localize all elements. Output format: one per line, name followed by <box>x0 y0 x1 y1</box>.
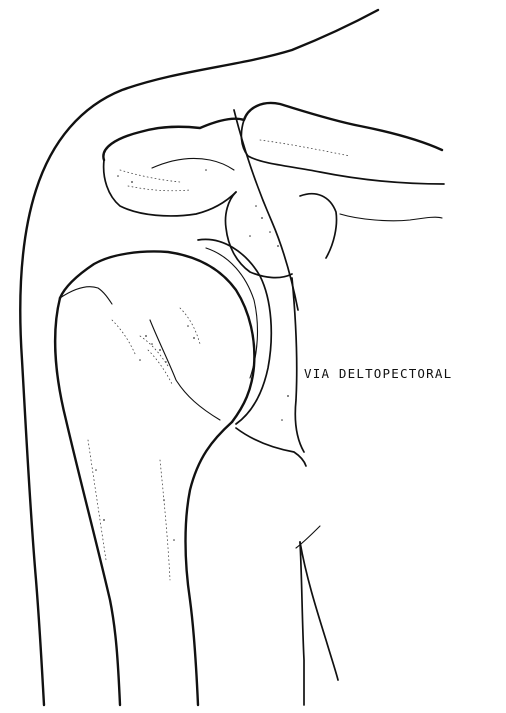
coracoid-process <box>225 192 292 278</box>
pectoralis-line-1 <box>300 542 338 680</box>
clavicle-tip <box>241 120 444 184</box>
shading-acromion <box>120 140 350 191</box>
acromioclavicular-notch <box>152 158 234 170</box>
coracoid-tip <box>300 194 337 258</box>
acromion-outline <box>103 103 442 160</box>
greater-tuberosity <box>60 287 112 304</box>
shading-head <box>112 308 200 384</box>
incision-line <box>234 110 298 310</box>
subscapularis-contour <box>292 278 304 452</box>
humerus-medial-cortex <box>186 422 233 705</box>
approach-label: VIA DELTOPECTORAL <box>304 366 452 381</box>
pectoralis-line-2 <box>300 542 304 705</box>
humerus-lateral-cortex <box>55 298 120 705</box>
shoulder-skin-contour <box>20 10 378 705</box>
pectoralis-tick <box>296 526 320 548</box>
scapula-edge <box>340 214 442 221</box>
acromion-underside <box>104 160 236 216</box>
inferior-capsule <box>236 428 306 466</box>
anatomical-neck <box>150 320 220 420</box>
